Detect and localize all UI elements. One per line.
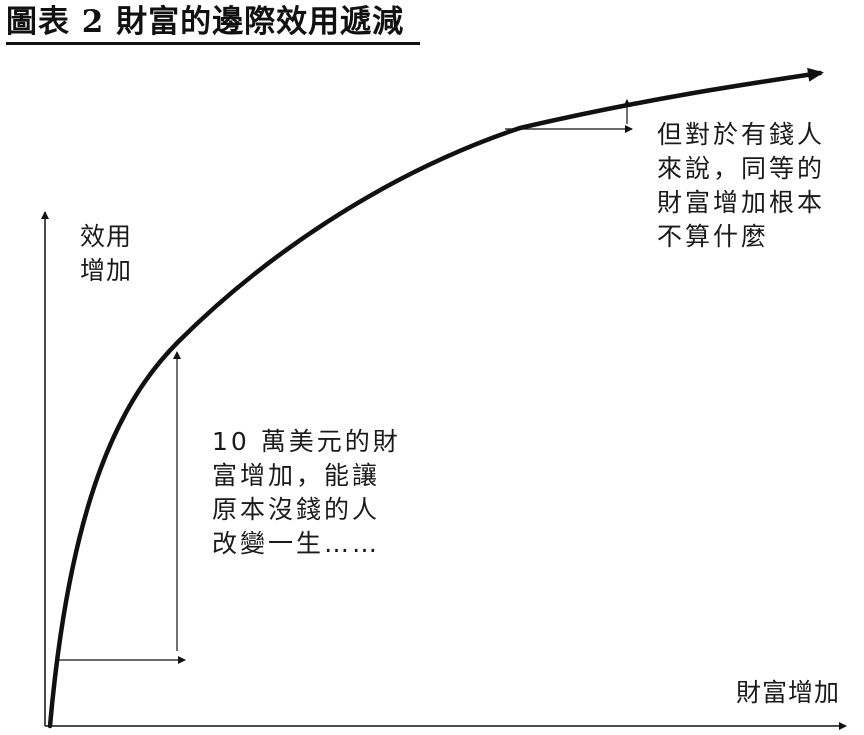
utility-curve (47, 67, 824, 729)
title-underline (6, 42, 420, 45)
annotation-line: 富增加，能讓 (212, 461, 381, 490)
y-axis-label: 效用 增加 (80, 220, 132, 288)
annotation-line: 不算什麼 (657, 222, 770, 251)
x-axis-label: 財富增加 (736, 678, 841, 707)
annotation-line: 原本沒錢的人 (212, 495, 381, 524)
y-axis-label-line: 效用 (80, 222, 133, 251)
annotation-line: 來說，同等的 (657, 154, 826, 183)
annotation-line: 10 萬美元的財 (212, 427, 401, 456)
y-axis-label-line: 增加 (80, 256, 133, 285)
annotation-line: 但對於有錢人 (657, 120, 826, 149)
annotation-line: 改變一生…… (212, 529, 381, 558)
annotation-line: 財富增加根本 (657, 188, 826, 217)
high-wealth-annotation: 但對於有錢人 來說，同等的 財富增加根本 不算什麼 (657, 118, 825, 254)
low-wealth-annotation: 10 萬美元的財 富增加，能讓 原本沒錢的人 改變一生…… (212, 425, 401, 561)
figure-title: 圖表 2 財富的邊際效用遞減 (6, 4, 405, 40)
